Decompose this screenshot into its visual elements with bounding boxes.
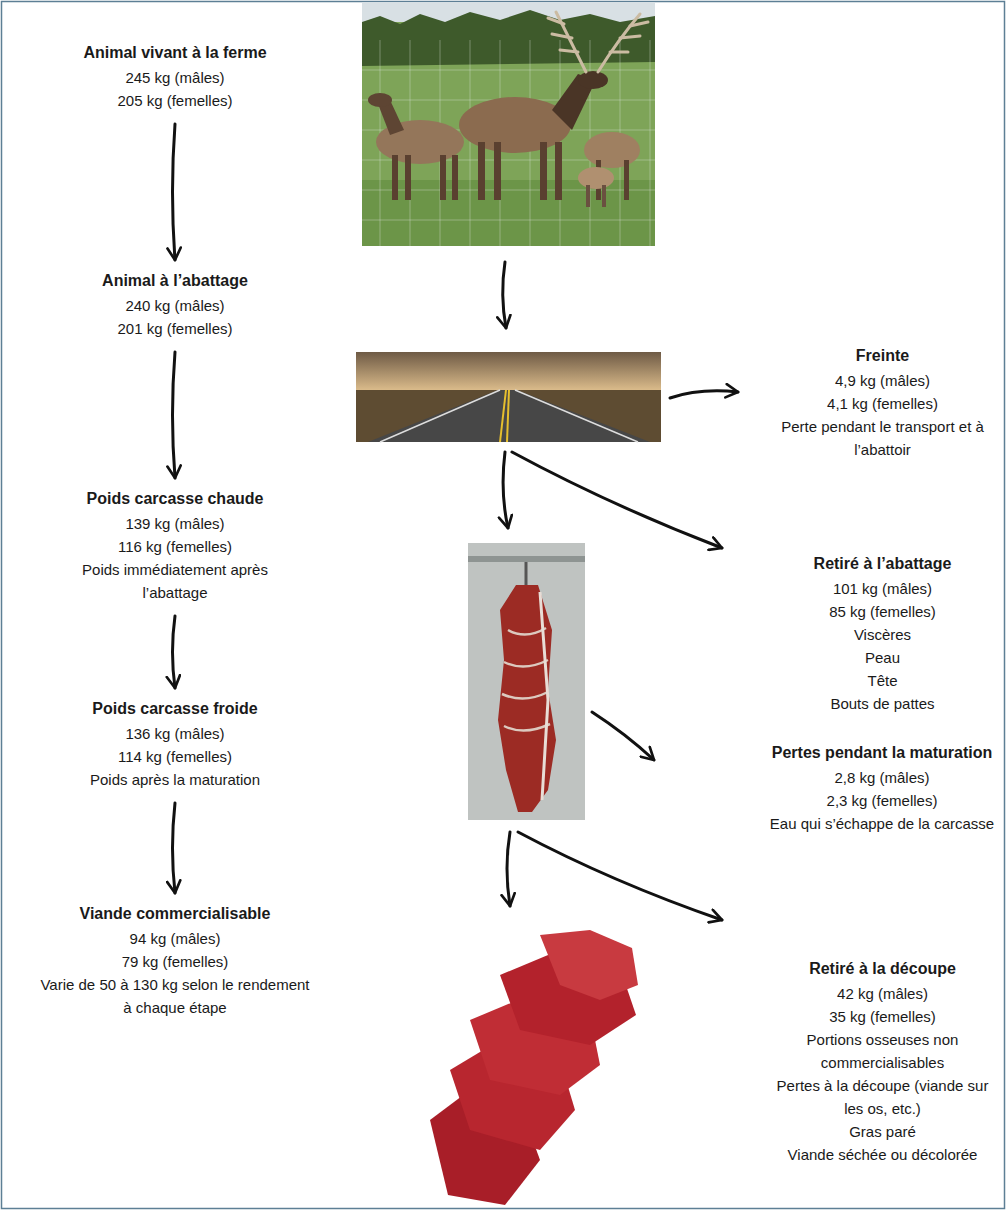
stage-heading: Animal vivant à la ferme <box>25 42 325 64</box>
stage-node: Viande commercialisable94 kg (mâles)79 k… <box>40 903 310 1019</box>
stage-detail: 116 kg (femelles) <box>65 535 285 558</box>
down-arrow <box>503 452 508 528</box>
flow-connector <box>173 124 176 260</box>
stage-heading: Viande commercialisable <box>40 903 310 925</box>
stage-node: Freinte4,9 kg (mâles)4,1 kg (femelles)Pe… <box>765 345 1000 461</box>
carcass-photo <box>468 543 585 820</box>
carcass-backbone <box>540 592 548 800</box>
cow-elk-left <box>368 93 464 200</box>
hanging-carcass <box>498 585 556 812</box>
stage-node: Animal vivant à la ferme245 kg (mâles)20… <box>25 42 325 112</box>
fence-mesh <box>362 40 655 246</box>
stage-node: Pertes pendant la maturation2,8 kg (mâle… <box>762 742 1002 835</box>
stage-detail: 136 kg (mâles) <box>45 722 305 745</box>
stage-heading: Poids carcasse froide <box>45 698 305 720</box>
stage-detail: 205 kg (femelles) <box>25 89 325 112</box>
stage-detail: Portions osseuses non commercialisables <box>765 1028 1000 1074</box>
road-surface <box>368 390 650 442</box>
flow-arrows <box>503 262 738 920</box>
stage-detail: Viande séchée ou décolorée <box>765 1143 1000 1166</box>
stage-heading: Retiré à la découpe <box>765 958 1000 980</box>
stage-detail: 35 kg (femelles) <box>765 1005 1000 1028</box>
stage-node: Poids carcasse chaude139 kg (mâles)116 k… <box>65 488 285 604</box>
stage-detail: Pertes à la découpe (viande sur les os, … <box>765 1074 1000 1120</box>
stage-detail: Poids immédiatement après l’abattage <box>65 558 285 604</box>
stage-detail: 4,1 kg (femelles) <box>765 392 1000 415</box>
meat-photo <box>430 930 638 1205</box>
stage-detail: Poids après la maturation <box>45 768 305 791</box>
stage-detail: 201 kg (femelles) <box>25 317 325 340</box>
stage-detail: 42 kg (mâles) <box>765 982 1000 1005</box>
stage-detail: Perte pendant le transport et à l’abatto… <box>765 415 1000 461</box>
stage-detail: Tête <box>765 669 1000 692</box>
stage-detail: 85 kg (femelles) <box>765 600 1000 623</box>
stage-detail: Eau qui s’échappe de la carcasse <box>762 812 1002 835</box>
stage-heading: Freinte <box>765 345 1000 367</box>
down-arrow <box>507 832 510 906</box>
road-edge-line <box>515 390 638 442</box>
loss-arrow <box>512 452 722 548</box>
stage-detail: 245 kg (mâles) <box>25 66 325 89</box>
abattoir-rail <box>468 556 585 562</box>
flow-connector <box>173 616 176 688</box>
photo-ground <box>362 2 655 246</box>
stage-heading: Pertes pendant la maturation <box>762 742 1002 764</box>
stage-detail: 114 kg (femelles) <box>45 745 305 768</box>
road-photo <box>356 352 661 442</box>
stage-detail: Varie de 50 à 130 kg selon le rendement … <box>40 973 310 1019</box>
stage-detail: Peau <box>765 646 1000 669</box>
stage-detail: 4,9 kg (mâles) <box>765 369 1000 392</box>
road-centre-line <box>500 390 506 442</box>
stage-node: Retiré à la découpe42 kg (mâles)35 kg (f… <box>765 958 1000 1166</box>
abattoir-wall <box>468 543 585 820</box>
down-arrow <box>503 262 506 328</box>
loss-arrow <box>518 832 722 920</box>
stage-detail: 240 kg (mâles) <box>25 294 325 317</box>
stage-detail: Gras paré <box>765 1120 1000 1143</box>
road-sky <box>356 352 661 392</box>
loss-arrow <box>592 712 654 760</box>
stage-heading: Retiré à l’abattage <box>765 553 1000 575</box>
carcass-hook <box>525 562 528 585</box>
stage-detail: Viscères <box>765 623 1000 646</box>
stage-detail: 101 kg (mâles) <box>765 577 1000 600</box>
stage-detail: 139 kg (mâles) <box>65 512 285 535</box>
stage-heading: Animal à l’abattage <box>25 270 325 292</box>
stage-node: Poids carcasse froide136 kg (mâles)114 k… <box>45 698 305 791</box>
cow-and-calf <box>578 132 640 207</box>
stage-detail: 79 kg (femelles) <box>40 950 310 973</box>
stage-node: Animal à l’abattage240 kg (mâles)201 kg … <box>25 270 325 340</box>
flow-connector <box>173 352 176 478</box>
elk-photo <box>362 2 655 246</box>
bull-elk <box>459 12 648 200</box>
stage-node: Retiré à l’abattage101 kg (mâles)85 kg (… <box>765 553 1000 715</box>
loss-arrow <box>670 391 738 398</box>
flow-connector <box>173 803 176 893</box>
tree-line <box>362 10 655 66</box>
meat-slice <box>540 930 638 1000</box>
road-centre-line <box>507 390 509 442</box>
road-edge-line <box>380 390 500 442</box>
road-land <box>356 390 661 442</box>
stage-detail: Bouts de pattes <box>765 692 1000 715</box>
stage-heading: Poids carcasse chaude <box>65 488 285 510</box>
stage-detail: 94 kg (mâles) <box>40 927 310 950</box>
stage-detail: 2,8 kg (mâles) <box>762 766 1002 789</box>
stage-detail: 2,3 kg (femelles) <box>762 789 1002 812</box>
